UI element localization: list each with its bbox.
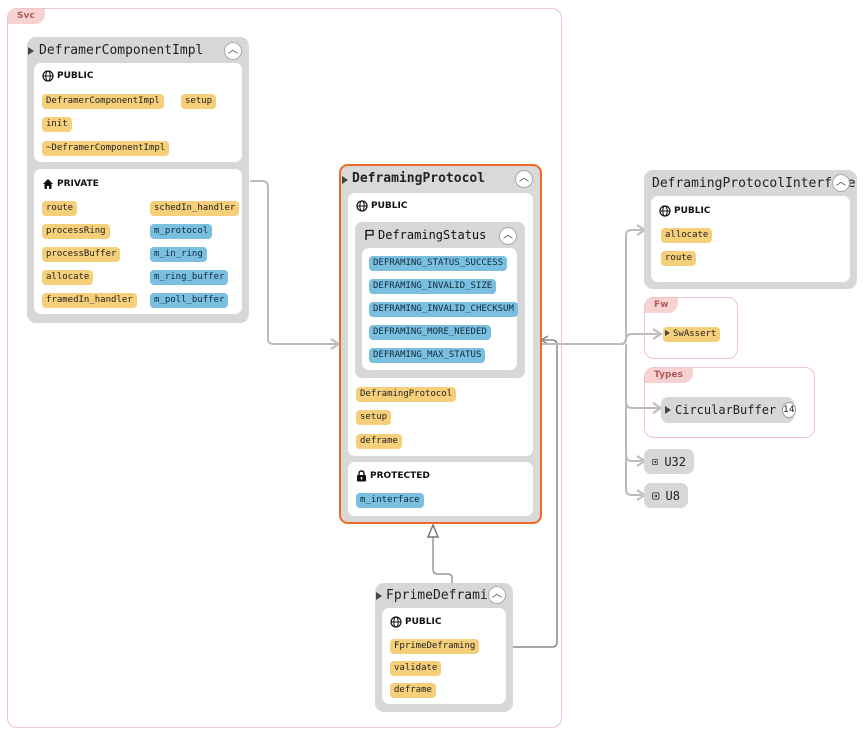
class-title: DeframingProtocol [352, 171, 486, 186]
expand-triangle-icon[interactable] [342, 176, 348, 184]
chevron-up-icon[interactable]: ︿ [488, 586, 506, 604]
field-pill[interactable]: m_in_ring [150, 247, 207, 262]
class-circular-buffer[interactable]: CircularBuffer 14 [661, 397, 796, 423]
method-pill[interactable]: processBuffer [42, 247, 121, 262]
public-section: PUBLIC DeframerComponentImpl setup init … [34, 63, 242, 162]
globe-icon [390, 616, 402, 628]
edge-to-u8 [625, 455, 642, 496]
edge-deframer-to-protocol [250, 180, 336, 345]
method-pill[interactable]: FprimeDeframing [390, 639, 480, 654]
method-pill[interactable]: deframe [390, 683, 436, 698]
method-pill[interactable]: setup [181, 94, 217, 109]
edge-to-swassert [619, 333, 658, 345]
u32-label: U32 [664, 454, 686, 469]
protected-header: PROTECTED [356, 470, 430, 482]
typedef-u8[interactable]: U8 [644, 483, 688, 508]
edge-fprime-to-protocol [474, 339, 558, 648]
class-deframing-protocol-interface[interactable]: DeframingProtocolInterface ︿ PUBLIC allo… [644, 170, 857, 289]
enum-value-pill[interactable]: DEFRAMING_MORE_NEEDED [369, 325, 491, 340]
enum-header: DeframingStatus [364, 228, 486, 242]
method-pill[interactable]: route [661, 251, 697, 266]
method-pill[interactable]: validate [390, 661, 442, 676]
protected-label: PROTECTED [370, 471, 430, 481]
inheritance-arrowhead [426, 523, 440, 538]
expand-triangle-icon[interactable] [376, 592, 382, 600]
typedef-u32[interactable]: U32 [644, 449, 694, 474]
public-section: PUBLIC FprimeDeframing validate deframe [382, 608, 506, 704]
function-swassert[interactable]: SwAssert [663, 327, 721, 342]
method-pill[interactable]: allocate [42, 270, 94, 285]
method-pill[interactable]: schedIn_handler [150, 201, 240, 216]
chevron-up-icon[interactable]: ︿ [224, 42, 242, 60]
enum-value-pill[interactable]: DEFRAMING_MAX_STATUS [369, 348, 486, 363]
class-deframing-protocol[interactable]: DeframingProtocol ︿ PUBLIC DeframingStat… [339, 164, 542, 524]
protected-section: PROTECTED m_interface [348, 462, 533, 516]
house-icon [43, 179, 53, 189]
chevron-up-icon[interactable]: ︿ [515, 170, 533, 188]
method-pill[interactable]: DeframingProtocol [356, 387, 457, 402]
field-pill[interactable]: m_protocol [150, 224, 213, 239]
public-label: PUBLIC [371, 201, 408, 211]
globe-icon [356, 200, 368, 212]
enum-value-pill[interactable]: DEFRAMING_INVALID_SIZE [369, 279, 497, 294]
expand-triangle-icon[interactable] [28, 47, 34, 55]
private-label: PRIVATE [57, 179, 99, 189]
enum-value-pill[interactable]: DEFRAMING_STATUS_SUCCESS [369, 256, 508, 271]
field-pill[interactable]: m_poll_buffer [150, 293, 229, 308]
method-pill[interactable]: init [42, 117, 72, 132]
public-label: PUBLIC [57, 71, 94, 81]
field-pill[interactable]: m_interface [356, 493, 424, 508]
circular-buffer-label: CircularBuffer [675, 403, 777, 417]
enum-value-pill[interactable]: DEFRAMING_INVALID_CHECKSUM [369, 302, 518, 317]
private-header: PRIVATE [42, 178, 99, 190]
class-title: FprimeDeframing [386, 588, 504, 603]
public-label: PUBLIC [674, 206, 711, 216]
u8-label: U8 [665, 488, 680, 503]
public-header: PUBLIC [356, 200, 407, 212]
edge-inheritance [432, 537, 453, 583]
class-title: DeframingProtocolInterface [652, 176, 856, 191]
swassert-label: SwAssert [673, 329, 717, 339]
chevron-up-icon[interactable]: ︿ [499, 227, 517, 245]
expand-triangle-icon[interactable] [665, 406, 671, 414]
namespace-types[interactable]: Types CircularBuffer 14 [644, 367, 815, 438]
class-title: DeframerComponentImpl [39, 43, 204, 58]
public-section: PUBLIC DeframingStatus ︿ DEFRAMING_STATU… [348, 193, 533, 456]
private-section: PRIVATE route processRing processBuffer … [34, 169, 242, 314]
globe-icon [659, 205, 671, 217]
member-count-badge: 14 [782, 402, 796, 418]
namespace-fw[interactable]: Fw SwAssert [644, 297, 738, 359]
namespace-svc[interactable]: Svc [7, 8, 562, 728]
arrow-in-box-icon [652, 458, 659, 465]
public-header: PUBLIC [390, 616, 441, 628]
edge-to-u32 [625, 400, 642, 462]
lock-icon [357, 470, 366, 482]
enum-deframing-status[interactable]: DeframingStatus ︿ DEFRAMING_STATUS_SUCCE… [355, 222, 525, 378]
class-fprime-deframing[interactable]: FprimeDeframing ︿ PUBLIC FprimeDeframing… [375, 583, 513, 712]
arrow-in-box-icon [652, 491, 660, 500]
method-pill[interactable]: ~DeframerComponentImpl [42, 141, 170, 156]
public-section: PUBLIC allocate route [651, 196, 850, 282]
public-header: PUBLIC [42, 70, 93, 82]
globe-icon [42, 70, 54, 82]
namespace-fw-label: Fw [645, 298, 679, 313]
method-pill[interactable]: allocate [661, 228, 713, 243]
public-header: PUBLIC [659, 205, 710, 217]
method-pill[interactable]: setup [356, 410, 392, 425]
public-label: PUBLIC [405, 617, 442, 627]
chevron-up-icon[interactable]: ︿ [832, 174, 850, 192]
method-pill[interactable]: DeframerComponentImpl [42, 94, 164, 109]
method-pill[interactable]: processRing [42, 224, 110, 239]
method-pill[interactable]: route [42, 201, 78, 216]
namespace-types-label: Types [645, 368, 693, 383]
enum-title: DeframingStatus [378, 228, 487, 242]
method-pill[interactable]: framedIn_handler [42, 293, 137, 308]
namespace-svc-label: Svc [8, 9, 45, 24]
flag-icon [365, 229, 374, 240]
class-deframer-component-impl[interactable]: DeframerComponentImpl ︿ PUBLIC DeframerC… [27, 37, 249, 323]
field-pill[interactable]: m_ring_buffer [150, 270, 229, 285]
expand-triangle-icon [665, 330, 670, 336]
method-pill[interactable]: deframe [356, 434, 402, 449]
enum-values: DEFRAMING_STATUS_SUCCESS DEFRAMING_INVAL… [362, 248, 518, 370]
